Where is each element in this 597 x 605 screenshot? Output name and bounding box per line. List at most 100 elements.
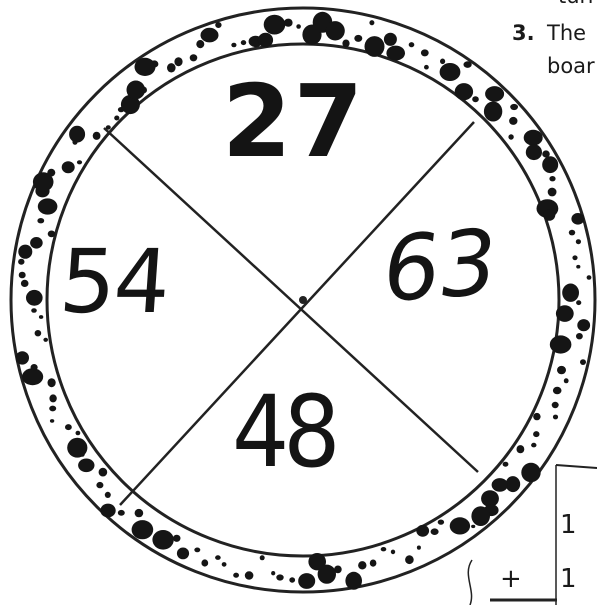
border-dot (417, 546, 421, 550)
border-dot (424, 65, 429, 70)
border-dot (492, 478, 508, 492)
border-dot (135, 509, 144, 517)
border-dot (308, 553, 326, 570)
border-dot (284, 19, 293, 27)
border-dot (48, 231, 56, 238)
border-dot (524, 130, 543, 146)
border-dot (438, 520, 444, 525)
border-dot (194, 548, 200, 553)
border-dot (510, 104, 518, 110)
border-dot (298, 573, 315, 589)
border-dot (37, 218, 44, 223)
border-dot (326, 21, 345, 40)
border-dot (167, 63, 176, 72)
border-dot (577, 319, 590, 331)
border-dot (43, 338, 48, 342)
border-dot (30, 237, 43, 249)
border-dot (78, 459, 94, 473)
border-dot (18, 245, 32, 259)
instruction-cut-line: turn (558, 0, 597, 7)
border-dot (455, 83, 473, 100)
border-dot (464, 61, 472, 68)
border-dot (215, 22, 221, 28)
border-dot (77, 160, 82, 164)
border-dot (241, 40, 246, 45)
border-dot (201, 28, 219, 43)
border-dot (67, 438, 87, 458)
border-dot (421, 49, 429, 56)
step-text-line-1: The (547, 23, 586, 44)
border-dot (384, 33, 397, 46)
border-dot (509, 117, 517, 125)
border-dot (69, 126, 85, 143)
border-dot (16, 351, 29, 364)
border-dot (93, 132, 101, 140)
border-dot (576, 300, 581, 305)
border-dot (18, 259, 24, 265)
border-dot (35, 330, 42, 336)
border-dot (440, 59, 445, 65)
border-dot (260, 555, 265, 560)
border-dot (118, 510, 125, 516)
border-dot (526, 144, 542, 160)
border-dot (416, 525, 429, 537)
border-dot (472, 96, 479, 102)
border-dot (564, 378, 569, 383)
border-dot (105, 492, 111, 498)
addend-bottom: 1 (560, 566, 577, 592)
border-dot (140, 87, 147, 94)
border-dot (365, 36, 385, 57)
border-dot (521, 463, 540, 482)
border-dot (21, 280, 29, 287)
border-dot (369, 20, 374, 25)
border-dot (231, 43, 236, 48)
border-dot (553, 415, 558, 420)
border-dot (177, 548, 189, 560)
border-dot (576, 333, 583, 339)
border-dot (572, 255, 577, 260)
border-dot (99, 468, 108, 477)
step-text-line-2: boar (547, 56, 595, 77)
border-dot (569, 230, 575, 236)
center-dot (299, 296, 307, 304)
border-dot (132, 520, 154, 539)
border-dot (49, 406, 56, 412)
border-dot (571, 213, 584, 225)
border-dot (553, 387, 562, 395)
border-dot (471, 525, 475, 528)
border-dot (100, 504, 115, 518)
border-dot (543, 209, 555, 221)
border-dot (345, 572, 362, 590)
border-dot (173, 535, 181, 542)
border-dot (450, 517, 470, 534)
border-dot (576, 265, 580, 269)
border-dot (22, 368, 43, 385)
border-dot (471, 506, 490, 526)
plus-sign: + (500, 566, 522, 592)
board-number-left: 54 (57, 238, 171, 326)
border-dot (556, 305, 574, 322)
border-dot (548, 188, 557, 197)
border-dot (358, 561, 366, 569)
border-dot (562, 284, 579, 302)
border-dot (190, 54, 198, 61)
border-dot (47, 169, 55, 177)
border-dot (296, 24, 301, 29)
border-dot (580, 359, 586, 365)
step-number: 3. (512, 23, 535, 44)
border-dot (233, 573, 239, 578)
border-dot (440, 63, 461, 81)
border-dot (201, 559, 208, 566)
border-dot (49, 394, 56, 402)
page-edge (556, 465, 597, 468)
border-dot (50, 419, 54, 423)
border-dot (215, 555, 221, 560)
border-dot (39, 315, 43, 319)
border-dot (550, 335, 572, 353)
border-dot (533, 413, 540, 420)
string-line (468, 560, 472, 605)
board-number-right: 63 (380, 218, 501, 316)
border-dot (19, 272, 26, 279)
border-dot (76, 431, 81, 436)
addend-top: 1 (560, 512, 577, 538)
